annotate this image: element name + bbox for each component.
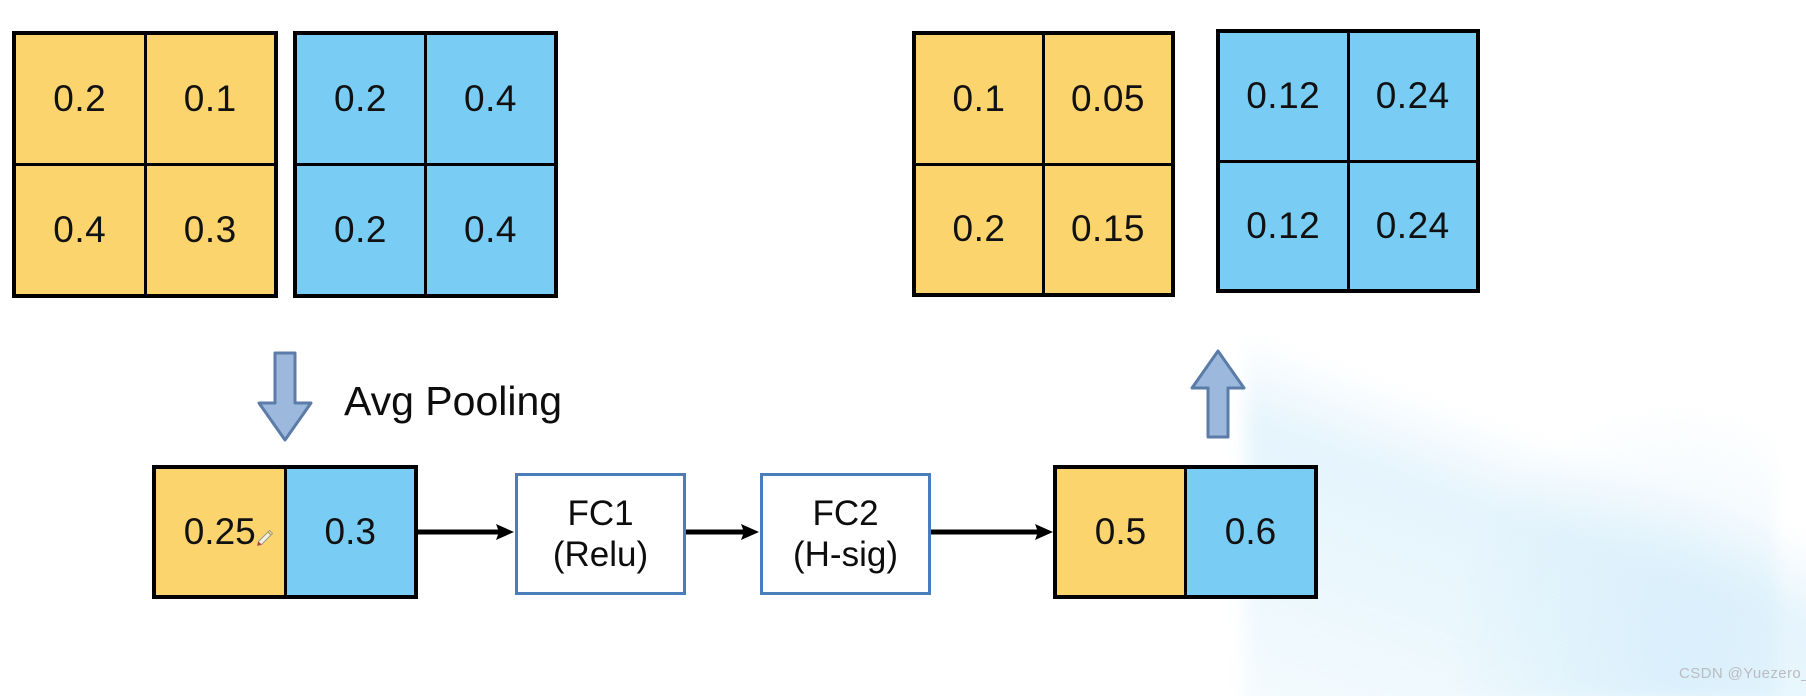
- watermark-text: CSDN @Yuezero_: [1679, 665, 1806, 682]
- matrix-cell: 0.4: [16, 166, 144, 294]
- matrix-cell: 0.2: [16, 35, 144, 163]
- fc1-name: FC1: [567, 493, 634, 533]
- matrix-cell: 0.24: [1349, 33, 1476, 160]
- matrix-cell: 0.3: [146, 166, 274, 294]
- output-feature-map-channel-1: 0.1 0.05 0.2 0.15: [912, 31, 1175, 297]
- channel-weight-vector: 0.5 0.6: [1053, 465, 1318, 599]
- arrow-fc2-to-weights: [931, 523, 1053, 541]
- input-feature-map-channel-1: 0.2 0.1 0.4 0.3: [12, 31, 278, 298]
- input-feature-map-channel-2: 0.2 0.4 0.2 0.4: [293, 31, 558, 298]
- matrix-cell: 0.24: [1349, 162, 1476, 289]
- matrix-cell: 0.2: [916, 165, 1042, 293]
- matrix-cell: 0.05: [1045, 35, 1171, 163]
- avg-pooling-down-arrow: [256, 351, 314, 443]
- channel-reweight-up-arrow: [1189, 348, 1247, 440]
- matrix-cell: 0.1: [916, 35, 1042, 163]
- watermark-gradient-glow: [1446, 396, 1776, 696]
- matrix-cell: 0.2: [297, 166, 424, 294]
- pooled-descriptor-vector: 0.25 0.3: [152, 465, 418, 599]
- fc1-activation: (Relu): [552, 535, 649, 574]
- vector-cell: 0.25: [156, 469, 284, 595]
- arrow-pool-to-fc1: [418, 523, 514, 541]
- fc2-block[interactable]: FC2 (H-sig): [760, 473, 931, 595]
- fc1-block[interactable]: FC1 (Relu): [515, 473, 686, 595]
- fc2-activation: (H-sig): [793, 535, 898, 574]
- avg-pooling-label: Avg Pooling: [344, 378, 563, 424]
- fc2-name: FC2: [812, 493, 879, 533]
- vector-cell: 0.6: [1187, 469, 1314, 595]
- arrow-fc1-to-fc2: [686, 523, 759, 541]
- matrix-cell: 0.12: [1220, 33, 1347, 160]
- output-feature-map-channel-2: 0.12 0.24 0.12 0.24: [1216, 29, 1480, 293]
- watermark-gradient-wash: [1246, 306, 1806, 696]
- matrix-cell: 0.15: [1045, 165, 1171, 293]
- matrix-cell: 0.12: [1220, 162, 1347, 289]
- vector-cell: 0.3: [286, 469, 414, 595]
- matrix-cell: 0.4: [427, 35, 554, 163]
- vector-cell: 0.5: [1057, 469, 1184, 595]
- matrix-cell: 0.4: [427, 166, 554, 294]
- matrix-cell: 0.1: [146, 35, 274, 163]
- matrix-cell: 0.2: [297, 35, 424, 163]
